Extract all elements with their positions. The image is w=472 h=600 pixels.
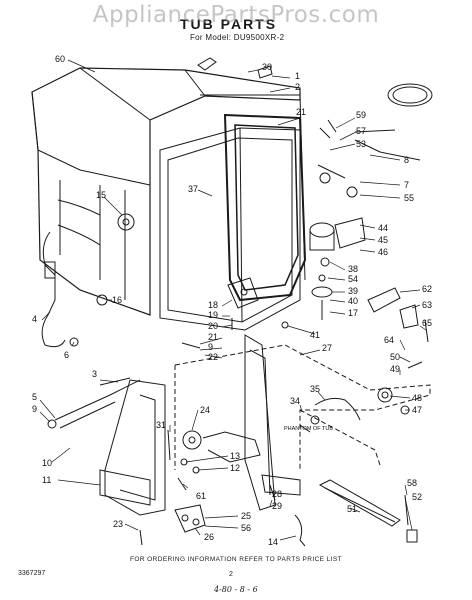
- callout: 20: [208, 321, 218, 331]
- callout: 55: [404, 193, 414, 203]
- callout: 29: [272, 501, 282, 511]
- door-latch-parts: [177, 458, 301, 501]
- callout: 47: [412, 405, 422, 415]
- top-clips: [197, 57, 273, 79]
- callout: 46: [378, 247, 388, 257]
- tub-outer-wrap: [31, 67, 301, 316]
- callout: 56: [241, 523, 251, 533]
- callout: 39: [348, 286, 358, 296]
- door-side-frames: [99, 334, 276, 516]
- callout: 52: [412, 492, 422, 502]
- document-number: 3367297: [18, 570, 46, 577]
- callout: 14: [268, 537, 278, 547]
- callout: 58: [407, 478, 417, 488]
- callout: 48: [412, 393, 422, 403]
- callout: 26: [204, 532, 214, 542]
- callout: 21: [208, 332, 218, 342]
- callout: 21: [296, 107, 306, 117]
- callout: 5: [32, 392, 37, 402]
- hinge-springs: [47, 377, 141, 429]
- callout: 25: [241, 511, 251, 521]
- callout: 28: [272, 489, 282, 499]
- callout: 22: [208, 352, 218, 362]
- page-title: TUB PARTS: [180, 16, 278, 32]
- callout: 9: [32, 404, 37, 414]
- left-parts: [41, 213, 135, 348]
- callout: 23: [113, 519, 123, 529]
- callout: 40: [348, 296, 358, 306]
- callout: 7: [404, 180, 409, 190]
- leader-lines: [39, 59, 427, 541]
- callout: 37: [188, 184, 198, 194]
- callout: 35: [310, 384, 320, 394]
- water-valve: [367, 287, 429, 343]
- inlet-fittings: [317, 164, 358, 198]
- callout: 10: [42, 458, 52, 468]
- callout: 63: [422, 300, 432, 310]
- heater-assembly: [299, 361, 423, 433]
- callout: 49: [390, 364, 400, 374]
- door-gaskets: [223, 113, 307, 302]
- callout: 8: [404, 155, 409, 165]
- callout: 3: [92, 369, 97, 379]
- callout: 16: [112, 295, 122, 305]
- callout: 34: [290, 396, 300, 406]
- door-gear: [167, 429, 261, 463]
- callout: 17: [348, 308, 358, 318]
- callout-labels: 60 30 1 2 21 59 57 53 8 7 55 15 37 44 45…: [32, 54, 432, 547]
- callout: 41: [310, 330, 320, 340]
- callout: 60: [55, 54, 65, 64]
- callout: 44: [378, 223, 388, 233]
- callout: 38: [348, 264, 358, 274]
- model-line: For Model: DU9500XR-2: [190, 33, 285, 42]
- center-bracket: [181, 277, 289, 349]
- callout: 51: [347, 504, 357, 514]
- callout: 24: [200, 405, 210, 415]
- latch-assembly: [139, 504, 206, 546]
- pump-mount: [309, 217, 366, 320]
- callout: 4: [32, 314, 37, 324]
- callout: 9: [208, 342, 213, 352]
- page-number: 2: [229, 571, 233, 578]
- tub-phantom-outline: [174, 344, 431, 470]
- callout: 11: [42, 475, 51, 485]
- callout: 12: [230, 463, 240, 473]
- callout: 61: [196, 491, 206, 501]
- callout: 45: [378, 235, 388, 245]
- callout: 2: [295, 82, 300, 92]
- callout: 62: [422, 284, 432, 294]
- ordering-note: FOR ORDERING INFORMATION REFER TO PARTS …: [130, 556, 342, 563]
- callout: 59: [356, 110, 366, 120]
- callout: 15: [96, 190, 106, 200]
- callout: 6: [64, 350, 69, 360]
- callout: 31: [156, 420, 166, 430]
- handwritten-mark: 4-80 - 8 - 6: [214, 585, 258, 594]
- callout: 30: [262, 62, 272, 72]
- callout: 1: [295, 71, 300, 81]
- callout: 53: [356, 139, 366, 149]
- callout: 50: [390, 352, 400, 362]
- callout: 54: [348, 274, 358, 284]
- phantom-of-tub-label: PHANTOM OF TUB: [284, 426, 333, 432]
- callout: 18: [208, 300, 218, 310]
- callout: 13: [230, 451, 240, 461]
- callout: 19: [208, 310, 218, 320]
- drain-hose: [319, 83, 433, 161]
- callout: 57: [356, 126, 366, 136]
- callout: 64: [384, 335, 394, 345]
- callout: 27: [322, 343, 332, 353]
- callout: 65: [422, 318, 432, 328]
